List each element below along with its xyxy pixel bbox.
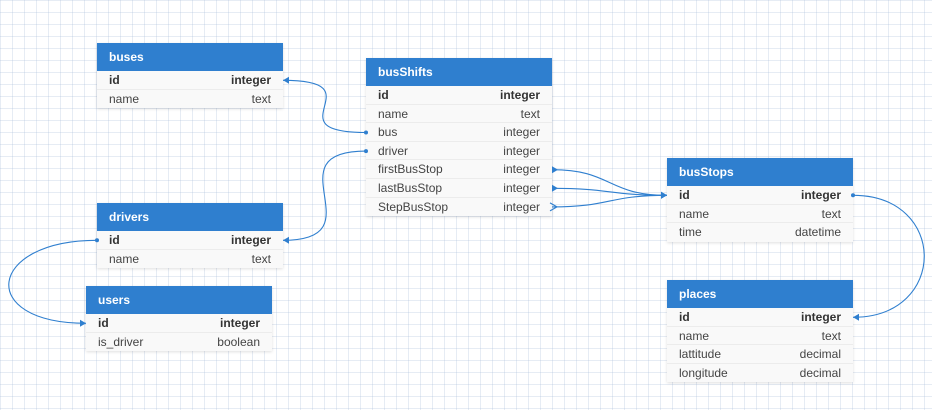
field-row-lastbusstop[interactable]: lastBusStop integer bbox=[366, 179, 552, 198]
field-row-name[interactable]: name text bbox=[97, 250, 283, 269]
field-name: id bbox=[679, 188, 690, 202]
field-type: integer bbox=[219, 316, 260, 330]
field-name: id bbox=[109, 73, 120, 87]
field-type: datetime bbox=[794, 225, 841, 240]
table-title[interactable]: busStops bbox=[667, 158, 853, 186]
table-title[interactable]: drivers bbox=[97, 203, 283, 231]
field-row-id[interactable]: id integer bbox=[366, 86, 552, 105]
table-users[interactable]: users id integer is_driver boolean bbox=[86, 286, 272, 352]
field-type: integer bbox=[503, 125, 540, 140]
field-row-is_driver[interactable]: is_driver boolean bbox=[86, 333, 272, 352]
field-name: is_driver bbox=[98, 334, 144, 349]
field-name: id bbox=[378, 88, 389, 102]
field-row-id[interactable]: id integer bbox=[97, 231, 283, 250]
field-type: integer bbox=[499, 88, 540, 102]
field-row-name[interactable]: name text bbox=[667, 327, 853, 346]
table-title[interactable]: users bbox=[86, 286, 272, 314]
field-type: integer bbox=[503, 180, 540, 195]
field-type: integer bbox=[230, 233, 271, 247]
field-type: decimal bbox=[799, 347, 841, 362]
field-name: id bbox=[679, 310, 690, 324]
field-row-firstbusstop[interactable]: firstBusStop integer bbox=[366, 160, 552, 179]
field-name: StepBusStop bbox=[378, 199, 449, 214]
field-name: lastBusStop bbox=[378, 180, 443, 195]
table-drivers[interactable]: drivers id integer name text bbox=[97, 203, 283, 269]
field-type: integer bbox=[503, 162, 540, 177]
field-type: text bbox=[251, 251, 271, 266]
field-name: name bbox=[679, 206, 710, 221]
field-type: integer bbox=[503, 199, 540, 214]
field-type: text bbox=[821, 206, 841, 221]
field-type: text bbox=[251, 91, 271, 106]
field-name: bus bbox=[378, 125, 398, 140]
table-title[interactable]: buses bbox=[97, 43, 283, 71]
field-row-id[interactable]: id integer bbox=[667, 186, 853, 205]
field-row-name[interactable]: name text bbox=[97, 90, 283, 109]
table-busstops[interactable]: busStops id integer name text time datetime bbox=[667, 158, 853, 242]
field-type: integer bbox=[800, 188, 841, 202]
field-row-stepbusstop[interactable]: StepBusStop integer bbox=[366, 198, 552, 217]
field-type: integer bbox=[230, 73, 271, 87]
field-name: id bbox=[109, 233, 120, 247]
table-buses[interactable]: buses id integer name text bbox=[97, 43, 283, 109]
field-row-lattitude[interactable]: lattitude decimal bbox=[667, 345, 853, 364]
field-name: driver bbox=[378, 143, 409, 158]
field-row-id[interactable]: id integer bbox=[86, 314, 272, 333]
field-row-id[interactable]: id integer bbox=[667, 308, 853, 327]
field-type: integer bbox=[503, 143, 540, 158]
field-type: decimal bbox=[799, 365, 841, 380]
field-name: time bbox=[679, 225, 702, 240]
field-name: longitude bbox=[679, 365, 728, 380]
table-title[interactable]: busShifts bbox=[366, 58, 552, 86]
field-type: integer bbox=[800, 310, 841, 324]
field-type: boolean bbox=[217, 334, 260, 349]
field-type: text bbox=[520, 106, 540, 121]
field-name: name bbox=[679, 328, 710, 343]
field-type: text bbox=[821, 328, 841, 343]
field-row-bus[interactable]: bus integer bbox=[366, 123, 552, 142]
field-name: name bbox=[109, 251, 140, 266]
field-name: name bbox=[378, 106, 409, 121]
field-name: id bbox=[98, 316, 109, 330]
field-name: lattitude bbox=[679, 347, 722, 362]
field-row-name[interactable]: name text bbox=[667, 205, 853, 224]
field-row-id[interactable]: id integer bbox=[97, 71, 283, 90]
field-name: firstBusStop bbox=[378, 162, 443, 177]
field-row-driver[interactable]: driver integer bbox=[366, 142, 552, 161]
field-row-longitude[interactable]: longitude decimal bbox=[667, 364, 853, 383]
field-row-name[interactable]: name text bbox=[366, 105, 552, 124]
field-name: name bbox=[109, 91, 140, 106]
table-title[interactable]: places bbox=[667, 280, 853, 308]
field-row-time[interactable]: time datetime bbox=[667, 223, 853, 242]
